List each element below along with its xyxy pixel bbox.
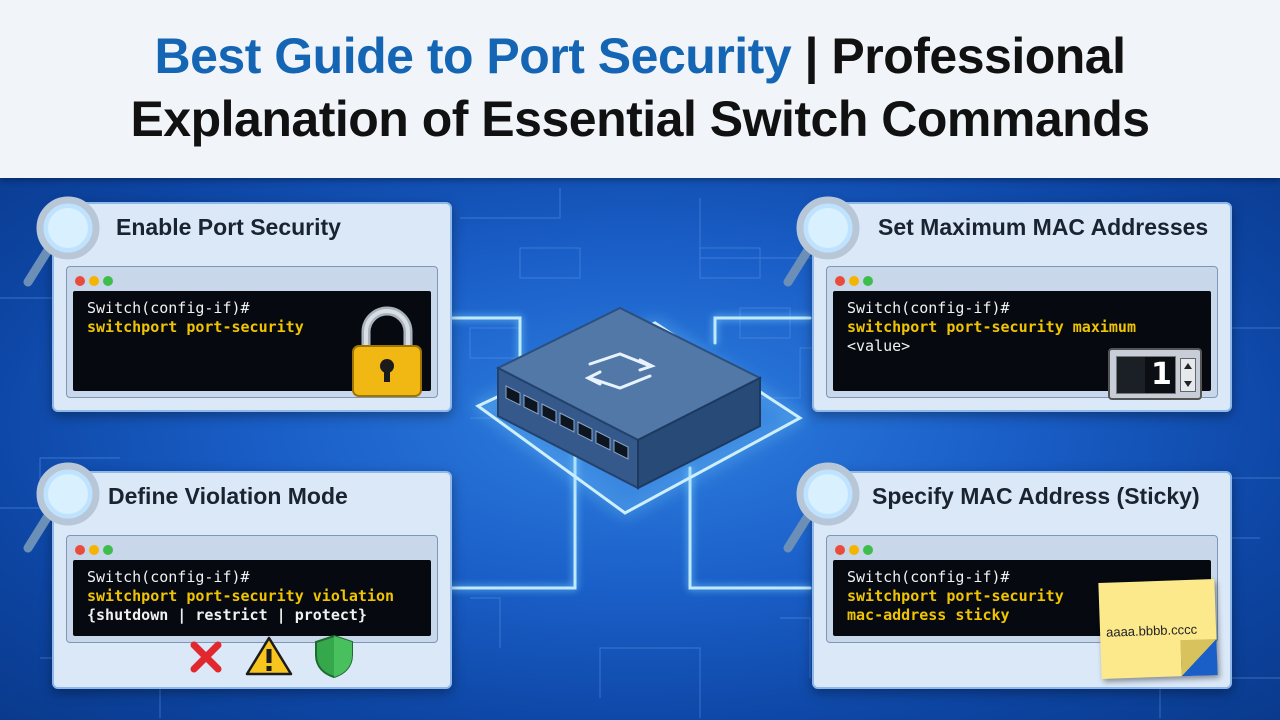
card-title: Specify MAC Address (Sticky) <box>872 483 1200 509</box>
maximize-dot <box>103 276 113 286</box>
window-controls <box>75 542 117 556</box>
cli-command: switchport port-security violation <box>87 587 395 605</box>
cli-prompt: Switch(config-if)# <box>847 299 1010 317</box>
terminal-screen: Switch(config-if)# switchport port-secur… <box>73 560 431 636</box>
shutdown-x-icon <box>190 641 222 673</box>
main-stage: Enable Port Security Switch(config-if)# … <box>0 178 1280 720</box>
close-dot <box>75 276 85 286</box>
cli-prompt: Switch(config-if)# <box>847 568 1010 586</box>
stepper-up-icon <box>1184 363 1192 369</box>
page-title: Best Guide to Port Security | Profession… <box>0 0 1280 151</box>
card-title: Define Violation Mode <box>108 483 348 509</box>
minimize-dot <box>849 276 859 286</box>
header: Best Guide to Port Security | Profession… <box>0 0 1280 178</box>
cli-command: switchport port-security <box>87 318 304 336</box>
close-dot <box>835 545 845 555</box>
maximize-dot <box>863 545 873 555</box>
minimize-dot <box>849 545 859 555</box>
minimize-dot <box>89 545 99 555</box>
title-highlight: Best Guide to Port Security <box>154 28 792 84</box>
window-controls <box>835 273 877 287</box>
number-stepper-icon: 1 <box>1108 348 1202 400</box>
title-rest: | Professional <box>791 28 1126 84</box>
sticky-note-icon: aaaa.bbbb.cccc <box>1098 579 1218 679</box>
window-controls <box>75 273 117 287</box>
terminal-window: Switch(config-if)# switchport port-secur… <box>66 266 438 398</box>
close-dot <box>75 545 85 555</box>
card-specify-mac-sticky: Specify MAC Address (Sticky) Switch(conf… <box>812 471 1232 689</box>
cli-command: switchport port-security maximum <box>847 318 1136 336</box>
maximize-dot <box>863 276 873 286</box>
cli-command-line-1: switchport port-security <box>847 587 1064 605</box>
card-define-violation-mode: Define Violation Mode Switch(config-if)#… <box>52 471 452 689</box>
stepper-arrows <box>1180 358 1196 392</box>
cli-prompt: Switch(config-if)# <box>87 299 250 317</box>
card-title: Enable Port Security <box>116 214 341 240</box>
cli-options: {shutdown | restrict | protect} <box>87 606 367 624</box>
restrict-warning-icon <box>245 636 293 676</box>
card-title: Set Maximum MAC Addresses <box>878 214 1209 240</box>
stepper-value: 1 <box>1151 357 1172 392</box>
title-line-2: Explanation of Essential Switch Commands <box>130 91 1150 147</box>
magnifier-icon <box>783 196 860 287</box>
window-controls <box>835 542 877 556</box>
card-enable-port-security: Enable Port Security Switch(config-if)# … <box>52 202 452 412</box>
magnifier-icon <box>23 196 100 287</box>
cli-argument: <value> <box>847 337 911 355</box>
stepper-down-icon <box>1184 381 1192 387</box>
minimize-dot <box>89 276 99 286</box>
sticky-note-text: aaaa.bbbb.cccc <box>1105 621 1198 640</box>
network-switch-icon <box>495 306 763 490</box>
close-dot <box>835 276 845 286</box>
cli-prompt: Switch(config-if)# <box>87 568 250 586</box>
stepper-display: 1 <box>1116 356 1176 394</box>
protect-shield-icon <box>315 634 353 679</box>
card-set-maximum-mac: Set Maximum MAC Addresses Switch(config-… <box>812 202 1232 412</box>
cli-command-line-2: mac-address sticky <box>847 606 1010 624</box>
magnifier-icon <box>783 462 860 553</box>
terminal-window: Switch(config-if)# switchport port-secur… <box>66 535 438 643</box>
magnifier-icon <box>23 462 100 553</box>
maximize-dot <box>103 545 113 555</box>
terminal-window: Switch(config-if)# switchport port-secur… <box>826 535 1218 643</box>
padlock-icon <box>352 306 422 397</box>
